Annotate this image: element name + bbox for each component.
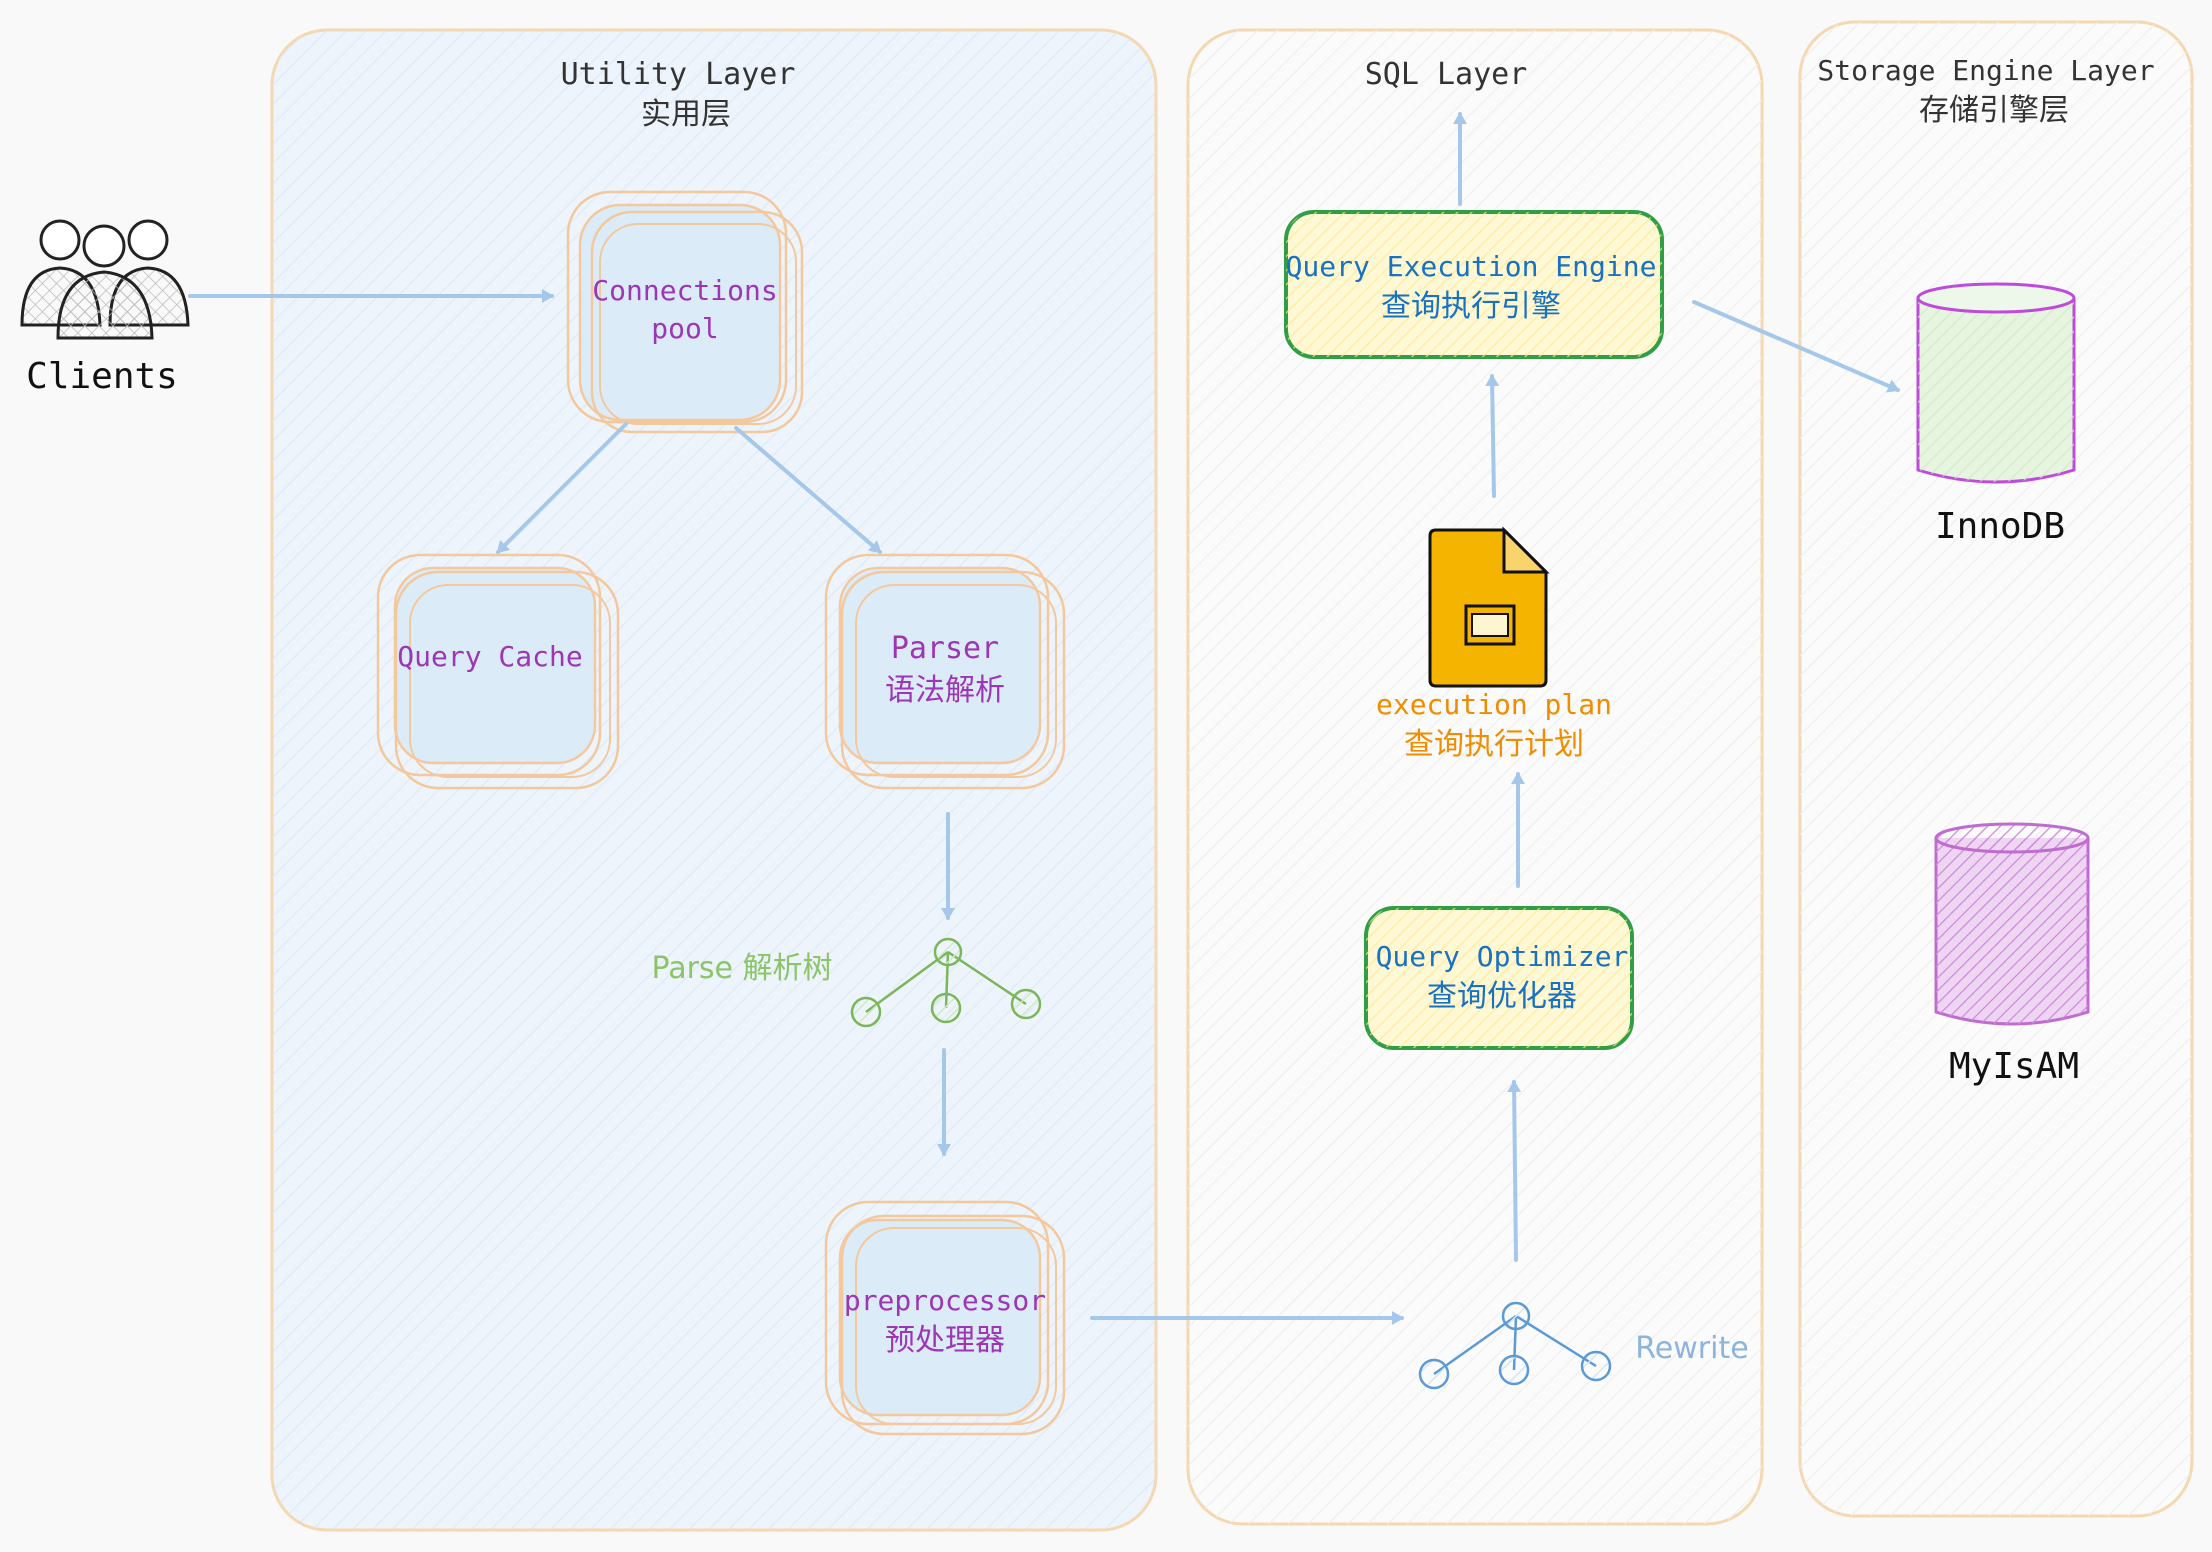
utility-layer-subtitle: 实用层 (641, 97, 731, 132)
query-optimizer-box: Query Optimizer 查询优化器 (1364, 906, 1634, 1050)
storage-layer-panel: Storage Engine Layer 存储引擎层 (1798, 20, 2194, 1518)
sql-layer-title: SQL Layer (1365, 57, 1528, 92)
parser-label-zh: 语法解析 (885, 673, 1005, 708)
connections-pool-line1: Connections (592, 274, 777, 307)
execution-plan-label-zh: 查询执行计划 (1404, 727, 1584, 762)
sql-layer-panel: SQL Layer (1186, 28, 1764, 1526)
storage-layer-title: Storage Engine Layer (1817, 54, 2154, 87)
innodb-cylinder-icon (1916, 282, 2076, 484)
query-execution-engine-label-en: Query Execution Engine (1286, 250, 1657, 283)
myisam-cylinder-icon (1934, 822, 2090, 1026)
clients-icon (20, 219, 190, 340)
parse-tree-icon (850, 937, 1042, 1028)
query-cache-label: Query Cache (397, 640, 582, 673)
arrow-engine-to-innodb (1692, 300, 1900, 393)
query-execution-engine-label-zh: 查询执行引擎 (1381, 289, 1561, 324)
parser-box: Parser 语法解析 (824, 553, 1066, 790)
query-execution-engine-box: Query Execution Engine 查询执行引擎 (1284, 210, 1664, 359)
storage-layer-subtitle: 存储引擎层 (1919, 93, 2069, 128)
query-cache-box: Query Cache (376, 553, 620, 790)
arrow-rewrite-to-optimizer (1507, 1080, 1522, 1262)
utility-layer-panel: Utility Layer 实用层 (270, 28, 1158, 1532)
preprocessor-box: preprocessor 预处理器 (824, 1200, 1066, 1436)
rewrite-tree-icon (1418, 1301, 1612, 1390)
innodb-label: InnoDB (1935, 506, 2065, 547)
execution-plan-icon (1428, 526, 1550, 688)
preprocessor-label-en: preprocessor (844, 1284, 1046, 1317)
connections-pool-box: Connections pool (566, 190, 804, 434)
parse-tree-label: Parse 解析树 (651, 951, 832, 986)
myisam-label: MyIsAM (1949, 1046, 2079, 1087)
query-optimizer-label-en: Query Optimizer (1376, 940, 1629, 973)
arrow-pool-to-parser (734, 426, 882, 554)
clients-label: Clients (26, 356, 178, 397)
parser-label-en: Parser (891, 631, 999, 666)
utility-layer-title: Utility Layer (561, 57, 796, 92)
execution-plan-label-en: execution plan (1376, 688, 1612, 721)
arrow-pool-to-cache (496, 422, 628, 554)
connections-pool-line2: pool (651, 312, 718, 345)
preprocessor-label-zh: 预处理器 (885, 1323, 1005, 1358)
rewrite-label: Rewrite (1635, 1331, 1748, 1366)
arrow-plan-to-engine (1485, 374, 1500, 498)
query-optimizer-label-zh: 查询优化器 (1427, 979, 1577, 1014)
